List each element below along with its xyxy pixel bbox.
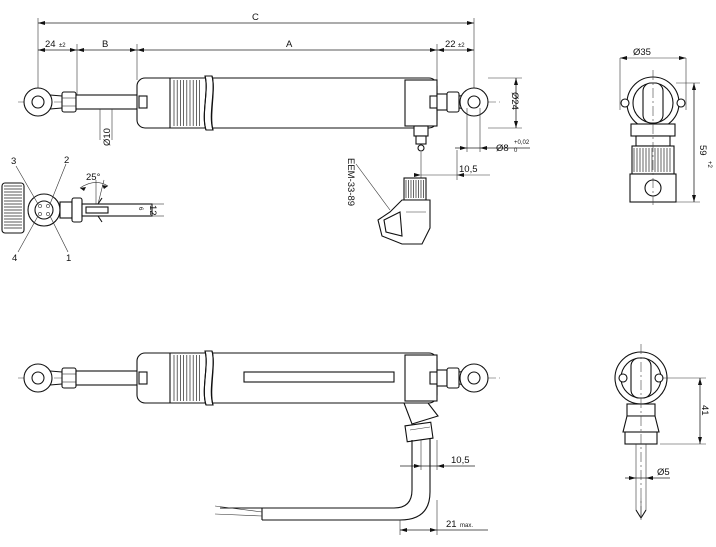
- dim-pin-width: 12: [147, 205, 158, 216]
- dim-24-label: 24: [45, 39, 56, 50]
- pin-4-label: 4: [12, 253, 17, 264]
- dim-eye-bore-lower: 0: [514, 148, 518, 154]
- pin-1-label: 1: [66, 253, 71, 264]
- dim-pin-angle: 25°: [86, 172, 101, 183]
- dim-cable-side-height: 41: [699, 405, 710, 416]
- connector-detail: EEM-33-89: [345, 158, 431, 245]
- dim-side-height: 59: [697, 145, 708, 156]
- dim-cable-offset: 10,5: [451, 455, 470, 466]
- dim-eye-bore-upper: +0,02: [514, 140, 530, 146]
- dim-24-tol: ±2: [59, 43, 66, 49]
- dim-cable-bend: 21: [446, 519, 457, 530]
- dim-rod-diameter: Ø10: [102, 128, 113, 146]
- pin-3-label: 3: [11, 156, 16, 167]
- dim-body-diameter: Ø24: [509, 92, 520, 110]
- dim-cable-diameter: Ø5: [657, 467, 670, 478]
- bottom-main-view: 10,5 21 max.: [18, 350, 500, 535]
- dim-c-label: C: [252, 12, 259, 23]
- dim-cable-bend-note: max.: [460, 523, 473, 529]
- dim-eye-bore: Ø8: [496, 143, 509, 154]
- bottom-side-view: 41 Ø5: [614, 344, 710, 520]
- dim-pin-slot: 6: [137, 207, 143, 211]
- connector-label: EEM-33-89: [345, 158, 356, 206]
- pin-detail: 3 2 4 1 25° 12 6: [1, 155, 164, 264]
- pin-2-label: 2: [64, 155, 69, 166]
- dim-side-height-tol: +2: [706, 161, 712, 169]
- dim-b-label: B: [102, 39, 108, 50]
- top-side-view: Ø35 59 +2: [619, 47, 712, 205]
- dim-connector-offset: 10,5: [459, 164, 478, 175]
- dim-22-tol: ±2: [458, 43, 465, 49]
- top-main-view: C 24 ±2 B A 22 ±2 Ø10: [18, 12, 530, 180]
- dim-22-label: 22: [445, 39, 456, 50]
- dim-side-diameter: Ø35: [633, 47, 651, 58]
- dim-a-label: A: [286, 39, 293, 50]
